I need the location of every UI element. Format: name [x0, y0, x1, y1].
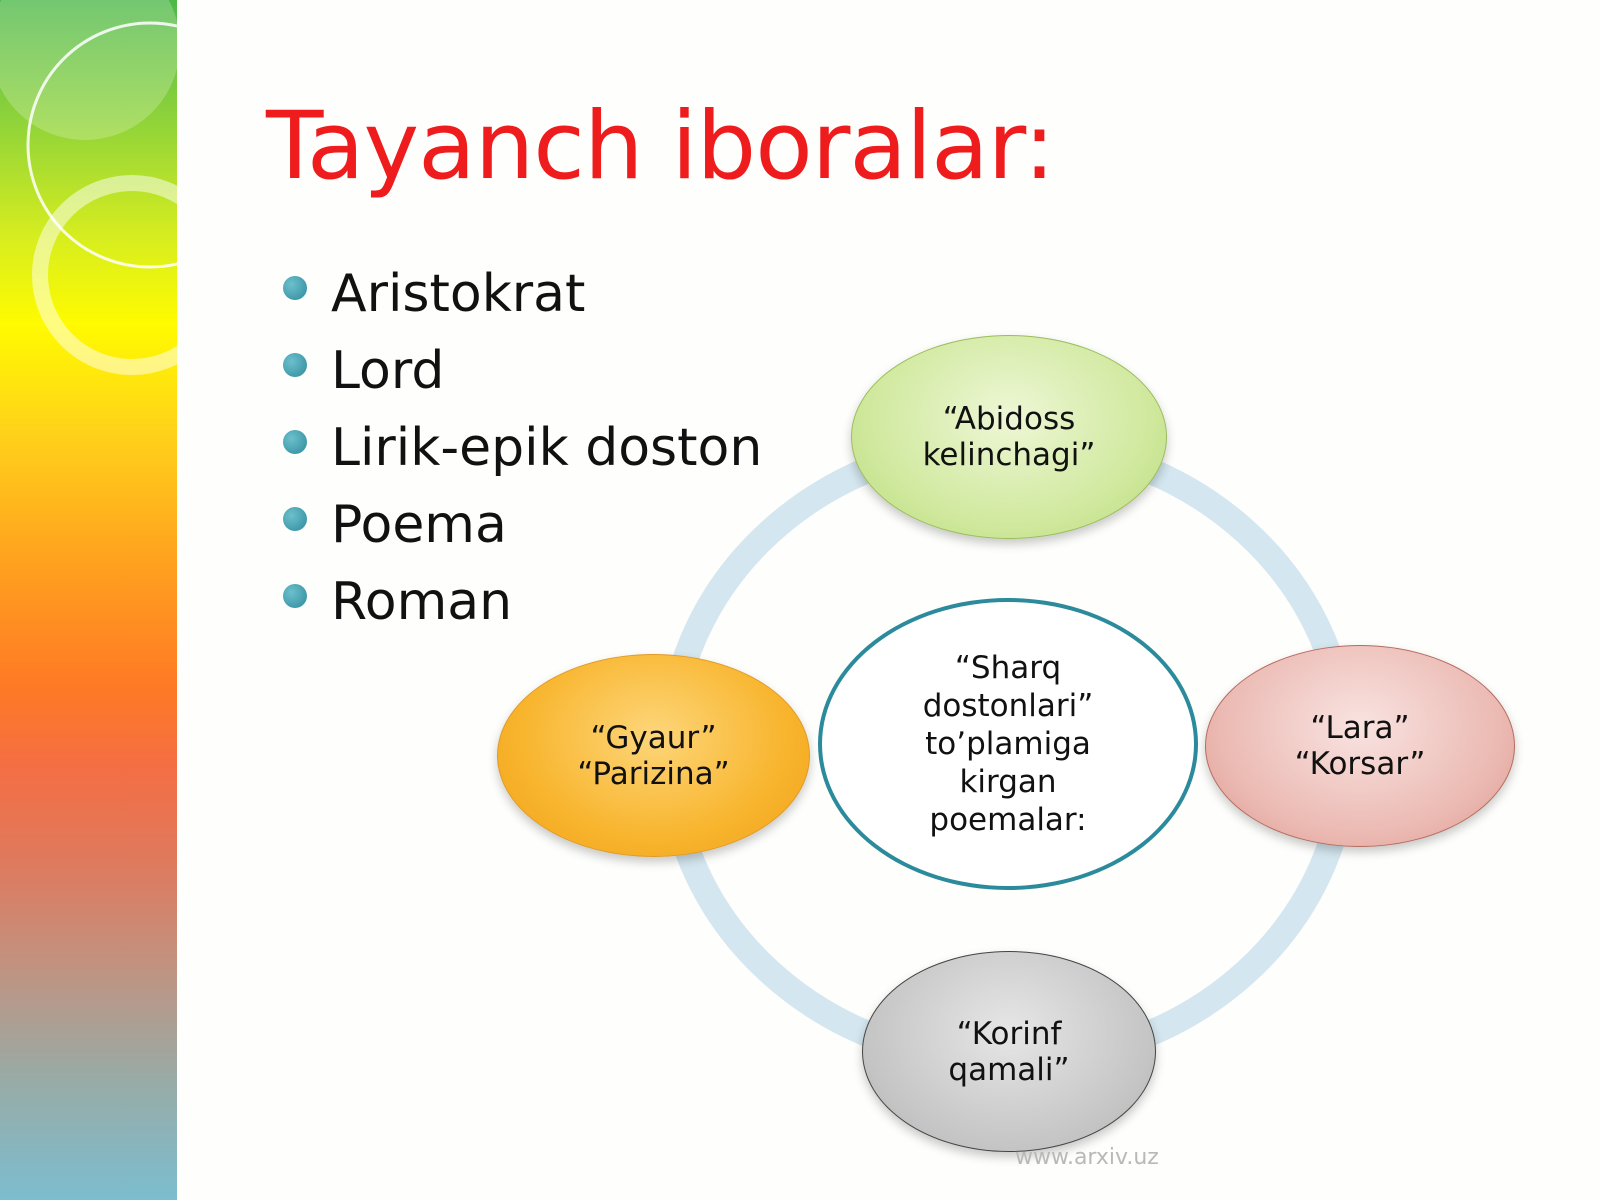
node-label: “Korinf qamali” — [948, 1015, 1070, 1088]
keyword-item: Roman — [283, 564, 762, 641]
bullet-icon — [283, 584, 307, 608]
bullet-icon — [283, 276, 307, 300]
node-abidoss-kelinchagi: “Abidoss kelinchagi” — [851, 335, 1167, 539]
node-label: “Lara” “Korsar” — [1294, 710, 1426, 782]
bullet-icon — [283, 353, 307, 377]
slide-title: Tayanch iboralar: — [266, 92, 1055, 201]
node-gyaur-parizina: “Gyaur” “Parizina” — [497, 654, 810, 857]
keyword-text: Lord — [331, 341, 445, 401]
node-label: “Gyaur” “Parizina” — [577, 719, 730, 792]
watermark: www.arxiv.uz — [1015, 1145, 1159, 1170]
decorative-circles — [0, 0, 177, 375]
keyword-text: Aristokrat — [331, 264, 586, 324]
keyword-text: Poema — [331, 495, 507, 555]
center-node-label: “Sharq dostonlari” to’plamiga kirgan poe… — [922, 650, 1094, 838]
decorative-gradient-sidebar — [0, 0, 177, 1200]
node-korinf-qamali: “Korinf qamali” — [862, 951, 1156, 1152]
center-node: “Sharq dostonlari” to’plamiga kirgan poe… — [818, 598, 1198, 890]
keyword-list: Aristokrat Lord Lirik-epik doston Poema … — [283, 256, 762, 641]
keyword-item: Aristokrat — [283, 256, 762, 333]
keyword-item: Poema — [283, 487, 762, 564]
bullet-icon — [283, 507, 307, 531]
keyword-text: Lirik-epik doston — [331, 418, 763, 478]
keyword-item: Lord — [283, 333, 762, 410]
keyword-text: Roman — [331, 572, 513, 632]
node-lara-korsar: “Lara” “Korsar” — [1205, 645, 1515, 847]
bullet-icon — [283, 430, 307, 454]
keyword-item: Lirik-epik doston — [283, 410, 762, 487]
node-label: “Abidoss kelinchagi” — [922, 401, 1096, 473]
